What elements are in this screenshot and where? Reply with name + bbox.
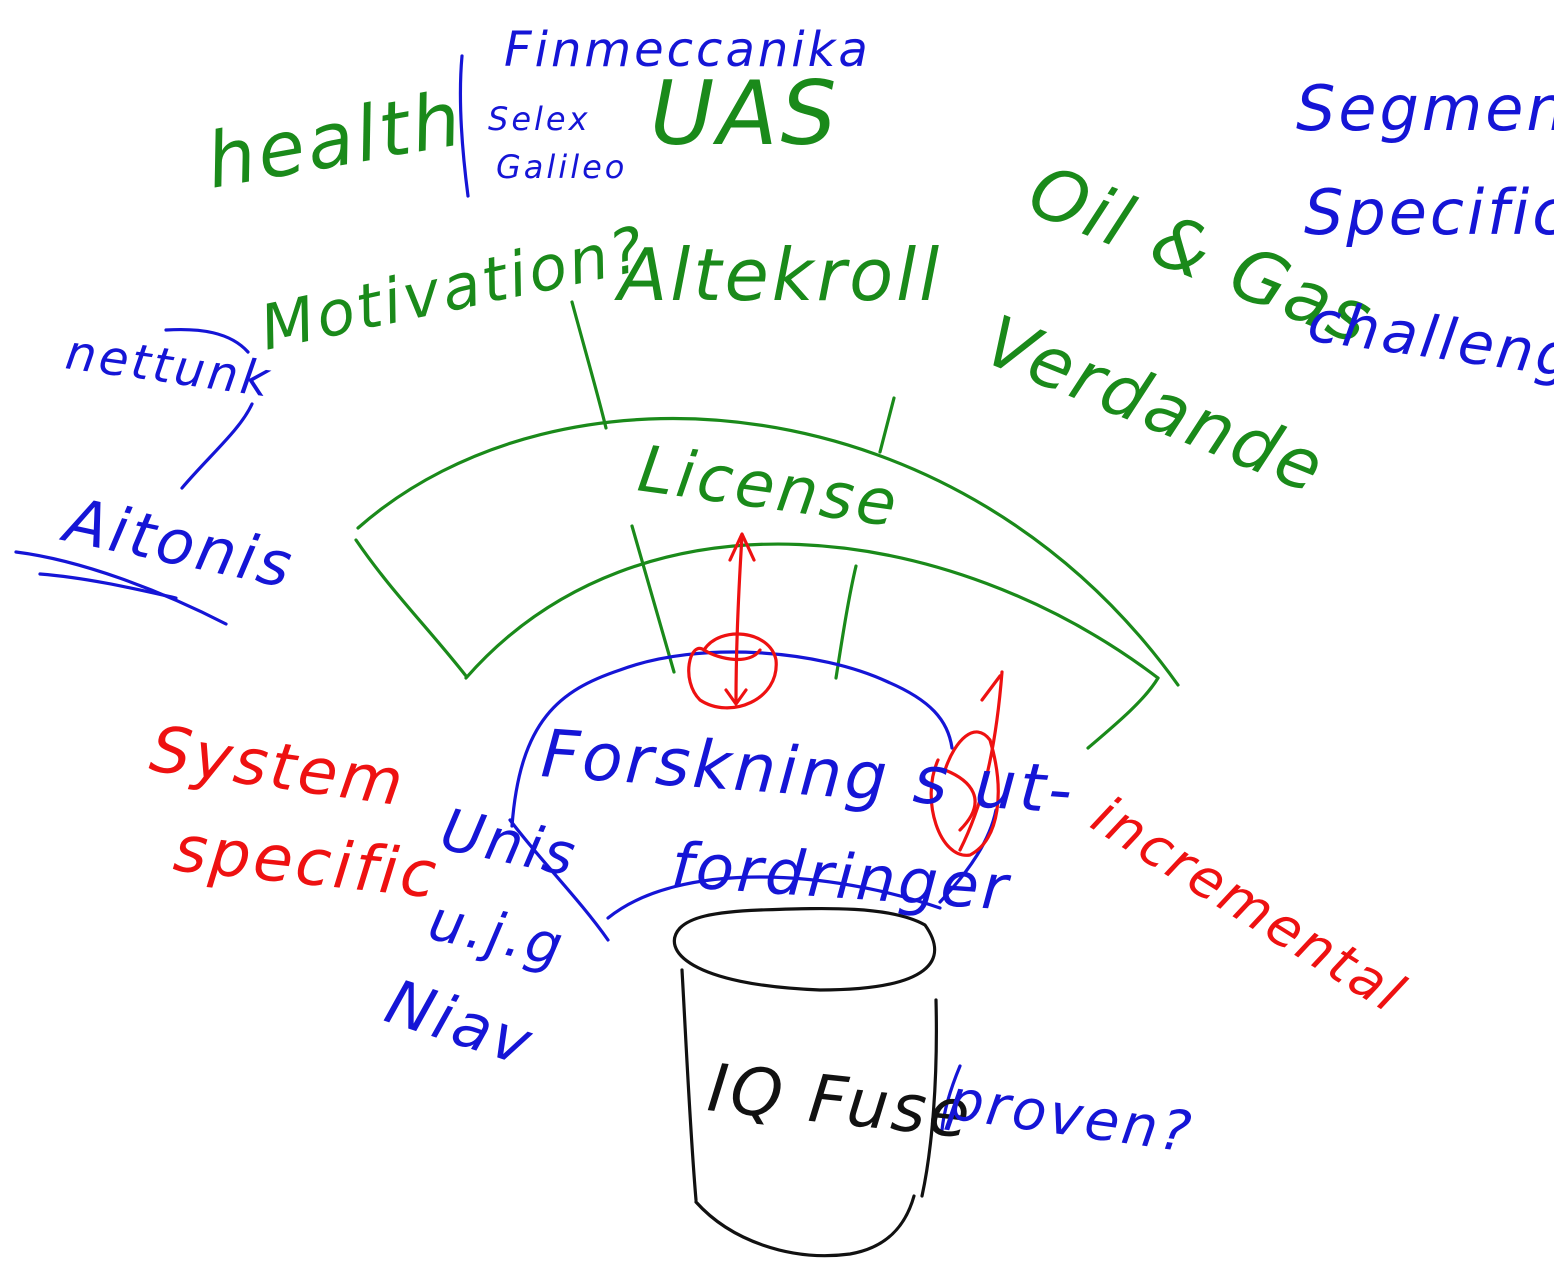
aitonis-underline	[14, 550, 228, 626]
red-scribble-right	[929, 730, 1000, 857]
label-system: System	[146, 713, 410, 822]
license-band	[354, 300, 1180, 750]
blue-bottom-arc	[606, 875, 942, 920]
label-forskning-line2: fordringer	[669, 828, 1013, 925]
label-altekroll: Altekroll	[614, 233, 942, 317]
label-system-specific: specific	[170, 812, 442, 913]
outer-arc-top	[356, 416, 1180, 687]
proven-bracket	[940, 1064, 962, 1132]
label-aitonis: Aitonis	[55, 482, 301, 602]
cylinder-top	[672, 906, 937, 992]
label-ujg: u.j.g	[423, 888, 571, 980]
label-specific: Specific	[1304, 176, 1554, 249]
label-incremental: incremental	[1081, 784, 1417, 1026]
band-divider-upper-left	[570, 300, 608, 430]
label-uas: UAS	[650, 62, 839, 165]
band-left-side	[354, 538, 468, 678]
label-forskning-line1: Forskning s ut-	[539, 715, 1078, 829]
label-niav: Niav	[377, 965, 542, 1081]
blue-left-side	[508, 818, 610, 942]
label-selex: Selex	[488, 100, 591, 138]
label-challenges: challenges	[1304, 287, 1554, 402]
red-scribble-center	[687, 632, 778, 710]
aitonis-underline-2	[38, 572, 178, 600]
label-nettunk: nettunk	[62, 324, 275, 408]
band-right-side	[1086, 676, 1160, 750]
blue-top-arc	[510, 650, 954, 828]
nettunk-underline	[164, 327, 250, 354]
red-arrow-center	[687, 532, 778, 710]
label-finmeccanika: Finmeccanika	[504, 22, 871, 78]
cylinder-bottom	[694, 1194, 916, 1258]
nettunk-aitonis-link	[180, 402, 254, 490]
band-divider-upper-right	[878, 396, 896, 454]
band-divider-lower-right	[834, 564, 858, 680]
label-galileo: Galileo	[496, 148, 627, 186]
cylinder-left	[680, 968, 698, 1202]
label-health: health	[200, 73, 470, 206]
label-proven: proven?	[943, 1067, 1197, 1166]
band-divider-lower-left	[630, 524, 676, 674]
iq-fuse-cylinder	[672, 906, 938, 1258]
health-finmeccanika-divider	[458, 54, 470, 198]
label-motivation: Motivation?	[254, 212, 653, 365]
label-segment: Segment	[1296, 72, 1554, 145]
cylinder-right	[920, 998, 938, 1198]
label-unis: Unis	[435, 795, 584, 890]
outer-arc-inner	[464, 542, 1160, 680]
red-arrow-right	[929, 670, 1004, 857]
